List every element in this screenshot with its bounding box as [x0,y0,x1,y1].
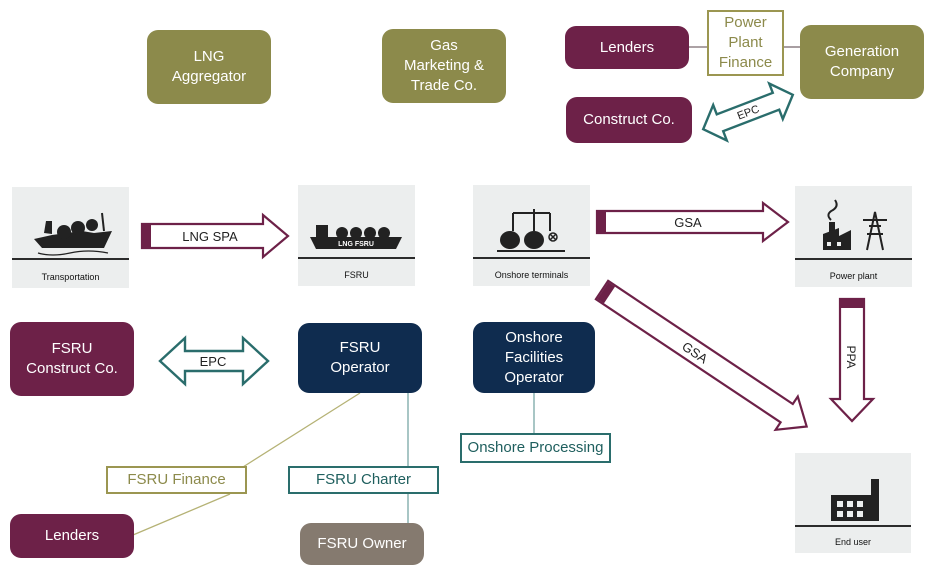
lenders-top-node: Lenders [565,26,689,69]
fsru-operator-node: FSRU Operator [298,323,422,393]
power-plant-icon [823,199,887,251]
arrow-label-ppa: PPA [844,345,858,368]
fsru-ship-text: LNG FSRU [338,241,374,248]
fsru-owner-node: FSRU Owner [300,523,424,565]
arrow-label-lng-spa: LNG SPA [182,229,238,244]
lng-aggregator-node: LNG Aggregator [147,30,271,104]
onshore-terminals-tile: Onshore terminals [473,185,590,286]
tile-label-transportation: Transportation [41,272,100,282]
arrow-gsa-horizontal: GSA [595,200,790,244]
fsru-charter-label: FSRU Charter [288,466,439,494]
arrow-ppa: PPA [828,297,876,423]
onshore-terminal-tanks-icon [497,209,565,252]
tile-label-power-plant: Power plant [829,271,878,281]
arrow-gsa-diagonal: GSA [594,279,809,432]
tile-label-end-user: End user [834,537,872,547]
fsru-tile: LNG FSRU FSRU [298,185,415,286]
onshore-processing-label: Onshore Processing [460,433,611,463]
end-user-tile: End user [795,453,911,553]
onshore-facilities-operator-node: Onshore Facilities Operator [473,322,595,393]
fsru-construct-co-node: FSRU Construct Co. [10,322,134,396]
arrow-epc-left: EPC [158,335,270,387]
connector-fsru-finance-to-lenders [132,493,231,536]
lng-carrier-ship-icon [34,212,112,256]
arrow-epc-top: EPC [701,81,795,143]
fsru-vessel-icon: LNG FSRU [310,225,402,249]
tile-label-onshore-terminals: Onshore terminals [494,270,569,280]
tile-label-fsru: FSRU [344,270,369,280]
power-plant-tile: Power plant [795,186,912,287]
construct-co-node: Construct Co. [566,97,692,143]
lenders-bottom-node: Lenders [10,514,134,558]
generation-company-node: Generation Company [800,25,924,99]
arrow-lng-spa: LNG SPA [140,212,290,260]
factory-icon [831,479,879,521]
fsru-finance-label: FSRU Finance [106,466,247,494]
connector-operator-to-fsru-finance [242,392,361,468]
transportation-tile: Transportation [12,187,129,288]
power-plant-finance-label: Power Plant Finance [707,10,784,76]
arrow-label-gsa-horizontal: GSA [674,215,702,230]
arrow-label-epc-left: EPC [200,354,227,369]
gas-marketing-node: Gas Marketing & Trade Co. [382,29,506,103]
